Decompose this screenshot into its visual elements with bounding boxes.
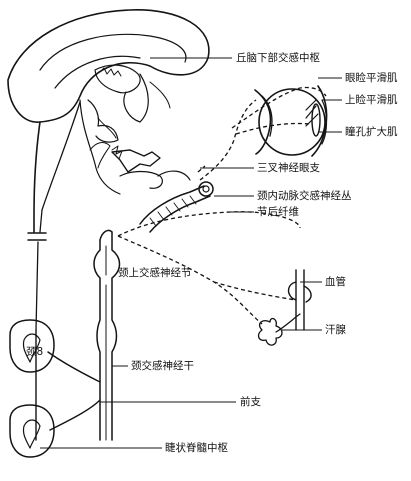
descending-fibre-lower xyxy=(35,241,39,331)
leader-lines xyxy=(40,57,342,449)
label-tarsal-superior: 眼睑平滑肌 xyxy=(345,71,398,84)
label-cervical-sympathetic-trunk: 颈交感神经干 xyxy=(131,359,194,372)
label-superior-cervical-ganglion: 颈上交感神经节 xyxy=(118,266,192,279)
brain-section xyxy=(7,9,210,195)
label-tarsal-inferior: 上睑平滑肌 xyxy=(345,93,398,106)
sweat-gland xyxy=(257,313,301,346)
label-blood-vessel: 血管 xyxy=(325,275,346,288)
label-postganglionic-fiber: 节后纤维 xyxy=(257,205,299,218)
internal-carotid-artery xyxy=(139,181,214,233)
postganglionic-pathways xyxy=(117,86,327,325)
label-carotid-plexus: 颈内动脉交感神经丛 xyxy=(257,189,352,202)
label-pupil-dilator: 瞳孔扩大肌 xyxy=(345,125,398,138)
descending-fibre-upper xyxy=(39,101,81,233)
spinal-cord-lower xyxy=(9,404,55,458)
label-trigeminal-ophthalmic: 三叉神经眼支 xyxy=(257,161,320,174)
sympathetic-trunk xyxy=(93,229,121,441)
eye xyxy=(254,85,328,157)
c8-ramus xyxy=(47,351,101,383)
label-ciliospinal-center: 睫状脊髓中枢 xyxy=(165,441,228,454)
label-c8: 颈8 xyxy=(26,346,43,358)
spinal-cord-c8 xyxy=(9,319,55,373)
label-sweat-gland: 汗腺 xyxy=(325,323,346,336)
label-hypothalamus-center: 丘脑下部交感中枢 xyxy=(236,51,320,64)
anterior-branch xyxy=(49,399,101,431)
trigeminal-nerve xyxy=(111,149,161,173)
brainstem-outline xyxy=(33,121,41,233)
label-anterior-branch: 前支 xyxy=(240,395,261,408)
cut-mark xyxy=(27,232,47,241)
